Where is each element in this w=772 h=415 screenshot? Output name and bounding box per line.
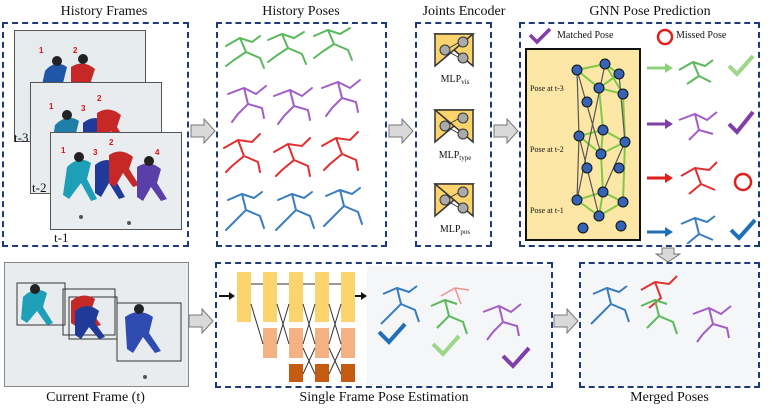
title-joints-encoder: Joints Encoder bbox=[422, 4, 506, 19]
mlp-type-label: MLPtype bbox=[438, 150, 472, 162]
green-pose-row bbox=[225, 27, 353, 69]
pose-skeletons-drawing bbox=[223, 27, 363, 231]
skater-number-2: 2 bbox=[97, 94, 102, 103]
legend-missed-pose: Missed Pose bbox=[676, 30, 727, 41]
gnn-graph-box: Pose at t-3 Pose at t-2 Pose at t-1 bbox=[525, 48, 641, 241]
current-frame-image bbox=[4, 262, 189, 387]
title-gnn-pose-prediction: GNN Pose Prediction bbox=[589, 4, 711, 19]
red-pose-row bbox=[223, 131, 359, 177]
skater-number-2: 2 bbox=[73, 46, 78, 55]
estimated-poses-image bbox=[367, 266, 551, 386]
mlp-vis-label: MLPvis bbox=[440, 74, 470, 86]
skater-number-2: 2 bbox=[109, 138, 114, 147]
title-single-frame: Single Frame Pose Estimation bbox=[299, 390, 469, 405]
arrow-right-icon bbox=[188, 308, 214, 334]
merged-poses-image bbox=[581, 264, 758, 386]
skater-number-1: 1 bbox=[39, 46, 44, 55]
history-frames-panel: 1 2 1 3 2 1 3 2 bbox=[2, 22, 189, 247]
blue-pose-row bbox=[225, 187, 363, 231]
skater-number-1: 1 bbox=[49, 102, 54, 111]
skater-number-3: 3 bbox=[81, 104, 86, 113]
frame-label-t-1: t-1 bbox=[54, 230, 69, 245]
skater-number-4: 4 bbox=[155, 148, 160, 157]
mlp-pos-icon bbox=[432, 183, 476, 218]
mlp-vis-icon bbox=[432, 33, 476, 68]
green-prediction bbox=[647, 54, 755, 85]
skater-number-3: 3 bbox=[93, 148, 98, 157]
title-merged-poses: Merged Poses bbox=[630, 390, 709, 405]
merged-poses-panel bbox=[579, 262, 760, 388]
mlp-type-icon bbox=[432, 109, 476, 144]
skaters-image: 1 3 2 4 bbox=[51, 133, 181, 229]
title-history-poses: History Poses bbox=[262, 4, 340, 19]
predicted-poses-drawing bbox=[647, 54, 757, 244]
arrow-right-icon bbox=[190, 118, 216, 144]
history-poses-panel bbox=[216, 22, 387, 247]
title-current-frame: Current Frame (t) bbox=[46, 390, 145, 405]
gnn-row-label-t-2: Pose at t-2 bbox=[530, 145, 564, 154]
blue-prediction bbox=[647, 215, 757, 244]
red-prediction bbox=[647, 161, 753, 195]
circle-icon bbox=[656, 28, 674, 46]
single-frame-panel bbox=[215, 262, 553, 388]
arrow-down-icon bbox=[655, 247, 681, 263]
joints-encoder-panel: MLPvis MLPtype MLPpos bbox=[415, 22, 492, 247]
skater-number-1: 1 bbox=[61, 146, 66, 155]
arrow-right-icon bbox=[553, 308, 579, 334]
frame-label-t-3: t-3 bbox=[14, 130, 29, 145]
purple-prediction bbox=[647, 110, 755, 141]
gnn-row-label-t-1: Pose at t-1 bbox=[530, 206, 564, 215]
arrow-right-icon bbox=[388, 118, 414, 144]
legend-matched-pose: Matched Pose bbox=[557, 30, 614, 41]
purple-pose-row bbox=[227, 79, 361, 125]
hourglass-network-drawing bbox=[219, 272, 367, 382]
frame-label-t-2: t-2 bbox=[32, 180, 47, 195]
title-history-frames: History Frames bbox=[60, 4, 148, 19]
gnn-row-label-t-3: Pose at t-3 bbox=[530, 84, 564, 93]
mlp-pos-label: MLPpos bbox=[439, 224, 471, 236]
gnn-panel: Matched Pose Missed Pose Pose at t-3 Pos… bbox=[519, 22, 760, 247]
arrow-right-icon bbox=[493, 118, 519, 144]
check-icon bbox=[528, 27, 552, 45]
skaters-image bbox=[5, 263, 188, 386]
graph-network-drawing bbox=[571, 58, 631, 234]
frame-t-1: 1 3 2 4 bbox=[50, 132, 182, 230]
